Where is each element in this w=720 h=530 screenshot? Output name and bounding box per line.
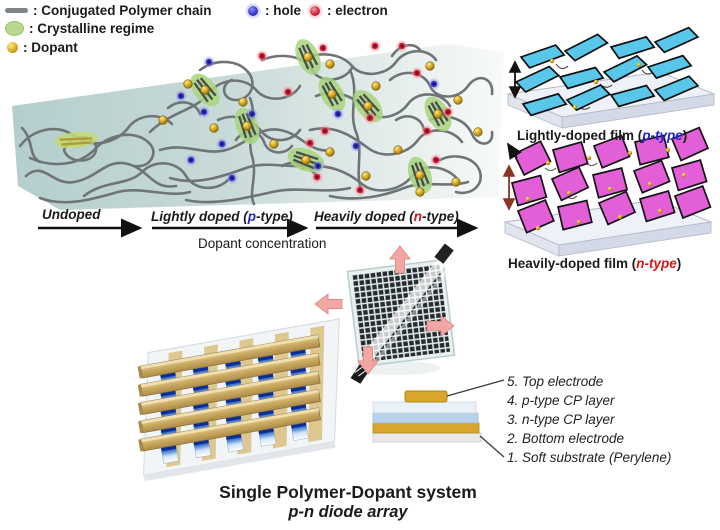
lightly-film-text: Lightly-doped film ( bbox=[517, 128, 643, 143]
lightly-film-suffix: ) bbox=[682, 128, 688, 143]
n-type-letter: n bbox=[413, 209, 423, 224]
hole-icon bbox=[248, 5, 258, 16]
legend-label-electron: : electron bbox=[327, 3, 388, 18]
bottom-electrode-layer bbox=[372, 422, 480, 434]
legend-item-hole: : hole bbox=[246, 3, 301, 18]
p-type-letter: p bbox=[247, 209, 256, 224]
layer-label-n-type-cp: 3. n-type CP layer bbox=[507, 412, 615, 427]
diode-array-3d bbox=[137, 318, 340, 482]
caption-heavily-doped-film: Heavily-doped film (n-type) bbox=[508, 256, 681, 272]
n-type-layer bbox=[372, 412, 479, 424]
legend-label-hole: : hole bbox=[265, 3, 301, 18]
dopant-icon bbox=[7, 42, 18, 53]
caption-lightly-doped-film: Lightly-doped film (p-type) bbox=[517, 128, 687, 144]
layer-stack bbox=[372, 379, 505, 458]
tilt-direction-arrow bbox=[507, 142, 522, 161]
legend-label-crystalline: : Crystalline regime bbox=[29, 21, 155, 36]
p-type-layer bbox=[372, 401, 477, 414]
heavily-doped-text: Heavily doped ( bbox=[314, 209, 414, 224]
polymer-chain-icon bbox=[5, 8, 28, 13]
legend-item-polymer-chain: : Conjugated Polymer chain bbox=[5, 3, 212, 18]
lightly-film-type: p-type bbox=[642, 128, 683, 143]
legend-item-electron: : electron bbox=[308, 3, 388, 18]
layer-label-soft-substrate: 1. Soft substrate (Perylene) bbox=[507, 450, 672, 465]
lightly-doped-text: Lightly doped ( bbox=[151, 209, 248, 224]
heavily-film-text: Heavily-doped film ( bbox=[508, 256, 637, 271]
flexible-device bbox=[314, 243, 456, 384]
heavily-doped-film-graphic bbox=[502, 125, 713, 257]
heavily-doped-suffix: -type) bbox=[422, 209, 459, 224]
heavily-film-type: n-type bbox=[636, 256, 677, 271]
legend-label-dopant: : Dopant bbox=[23, 40, 78, 55]
electron-icon bbox=[310, 5, 320, 16]
legend-item-crystalline: : Crystalline regime bbox=[5, 21, 154, 36]
legend-item-dopant: : Dopant bbox=[7, 40, 78, 55]
axis-label-lightly-doped: Lightly doped (p-type) bbox=[151, 209, 293, 225]
heavily-film-suffix: ) bbox=[676, 256, 682, 271]
axis-label-undoped: Undoped bbox=[42, 207, 101, 222]
layer-label-p-type-cp: 4. p-type CP layer bbox=[507, 393, 615, 408]
figure-title: Single Polymer-Dopant system bbox=[219, 482, 477, 502]
corner-connector-icon bbox=[434, 243, 454, 264]
axis-label-heavily-doped: Heavily doped (n-type) bbox=[314, 209, 459, 225]
layer-label-bottom-electrode: 2. Bottom electrode bbox=[507, 431, 625, 446]
legend-label-polymer-chain: : Conjugated Polymer chain bbox=[33, 3, 212, 18]
lightly-doped-film-graphic bbox=[506, 25, 716, 129]
crystalline-regime-icon bbox=[5, 21, 24, 36]
pointer-lines bbox=[446, 379, 505, 458]
lightly-doped-suffix: -type) bbox=[256, 209, 293, 224]
figure-subtitle: p-n diode array bbox=[288, 503, 408, 521]
layer-label-top-electrode: 5. Top electrode bbox=[507, 374, 604, 389]
top-electrode-layer bbox=[404, 390, 448, 403]
substrate-layer bbox=[372, 432, 482, 443]
axis-title-dopant-concentration: Dopant concentration bbox=[198, 236, 327, 251]
